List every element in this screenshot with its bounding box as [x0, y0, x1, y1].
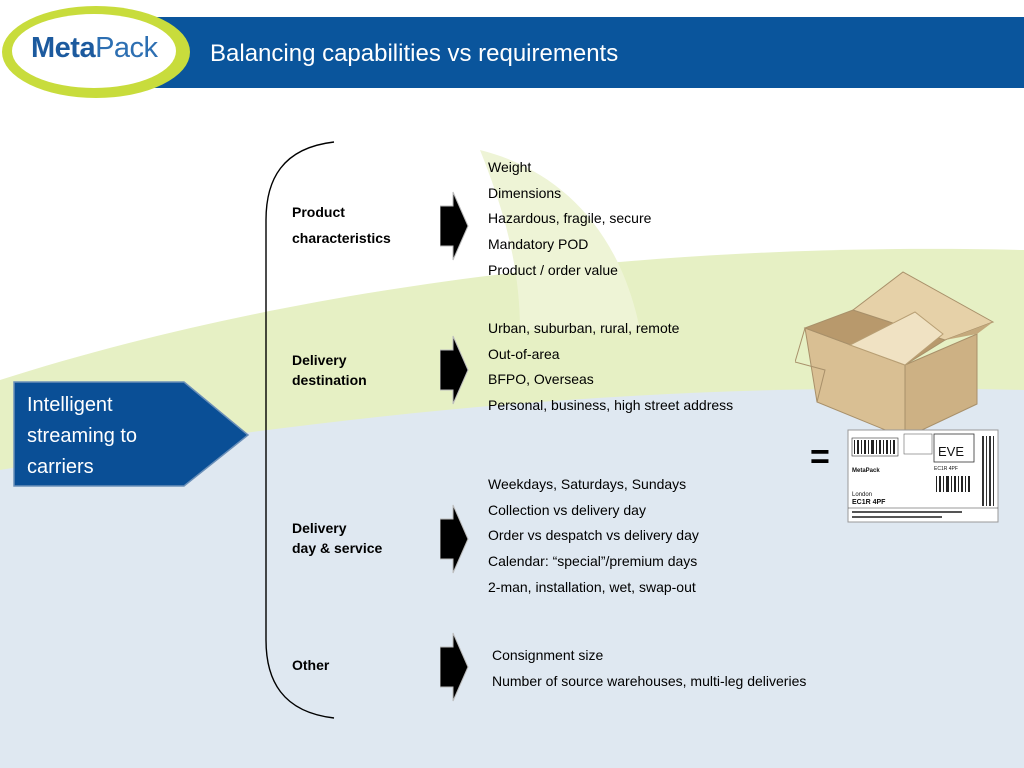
category-day-service: Delivery day & service	[292, 518, 382, 558]
list-item: Calendar: “special”/premium days	[488, 553, 698, 570]
arrow-right-icon	[440, 632, 469, 702]
list-item: Number of source warehouses, multi-leg d…	[492, 672, 807, 689]
arrow-right-icon	[440, 335, 469, 405]
list-item: Mandatory POD	[488, 236, 589, 253]
category-label-line: characteristics	[292, 230, 391, 246]
list-item: Dimensions	[488, 184, 562, 201]
header-bar	[140, 17, 1024, 88]
list-item: Weekdays, Saturdays, Sundays	[488, 476, 687, 492]
category-label-line: day & service	[292, 540, 383, 556]
list-item: Hazardous, fragile, secure	[488, 210, 652, 227]
logo-badge	[2, 6, 190, 98]
list-item: 2-man, installation, wet, swap-out	[488, 578, 696, 595]
shipping-label-icon: EVE MetaPack London EC1R 4PF EC1R 4PF	[847, 429, 999, 523]
list-item: Consignment size	[492, 647, 604, 663]
svg-text:MetaPack: MetaPack	[852, 468, 880, 474]
intelligent-streaming-label: Intelligent streaming to carriers	[27, 390, 137, 483]
category-label-line: Delivery	[292, 352, 347, 368]
list-item: Personal, business, high street address	[488, 397, 734, 414]
svg-text:London: London	[852, 492, 872, 498]
list-item: Out-of-area	[488, 345, 560, 362]
intelligent-streaming-box	[13, 381, 250, 487]
list-item: Urban, suburban, rural, remote	[488, 320, 680, 336]
list-product: Weight Dimensions Hazardous, fragile, se…	[488, 155, 651, 283]
page-title: Balancing capabilities vs requirements	[210, 40, 619, 67]
main-label-line: carriers	[27, 456, 94, 478]
list-item: Weight	[488, 159, 532, 175]
arrow-right-icon	[440, 504, 469, 574]
list-item: Product / order value	[488, 261, 618, 278]
category-destination: Delivery destination	[292, 350, 367, 390]
category-product: Product characteristics	[292, 202, 391, 248]
category-label-line: Other	[292, 657, 330, 673]
left-bracket	[265, 141, 335, 719]
logo-light: Pack	[95, 32, 158, 64]
logo-bold: Meta	[31, 32, 96, 64]
category-other: Other	[292, 655, 329, 675]
svg-text:EC1R 4PF: EC1R 4PF	[852, 499, 886, 506]
arrow-right-icon	[440, 191, 469, 261]
category-label-line: Delivery	[292, 520, 347, 536]
category-label-line: Product	[292, 204, 345, 220]
list-item: Collection vs delivery day	[488, 501, 646, 518]
category-label-line: destination	[292, 372, 367, 388]
list-destination: Urban, suburban, rural, remote Out-of-ar…	[488, 316, 733, 419]
list-item: BFPO, Overseas	[488, 371, 594, 388]
main-label-line: Intelligent	[27, 394, 113, 416]
logo-text: MetaPack	[31, 32, 158, 65]
list-other: Consignment size Number of source wareho…	[492, 643, 806, 694]
main-label-line: streaming to	[27, 425, 138, 447]
svg-text:EC1R 4PF: EC1R 4PF	[934, 466, 958, 472]
list-item: Order vs despatch vs delivery day	[488, 527, 699, 544]
parcel-box-icon	[795, 271, 995, 439]
list-day-service: Weekdays, Saturdays, Sundays Collection …	[488, 472, 699, 600]
equals-sign: =	[810, 438, 830, 476]
label-service-text: EVE	[938, 444, 964, 459]
